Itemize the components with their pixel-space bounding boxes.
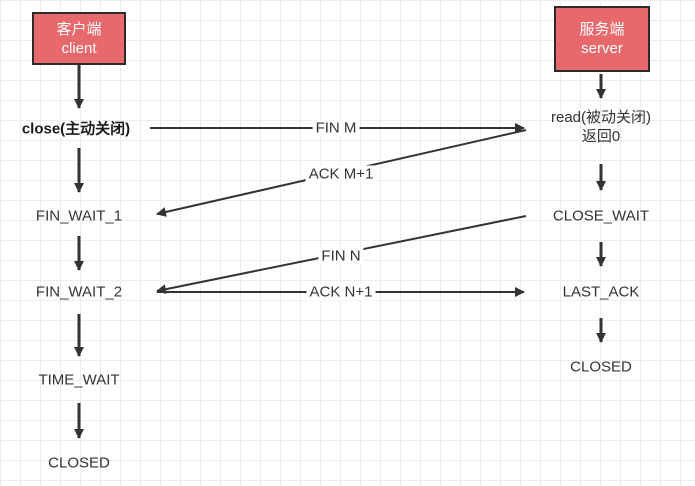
server-state-closed: CLOSED: [570, 358, 632, 376]
client-box-title: 客户端: [56, 20, 102, 38]
message-ack-m1: ACK M+1: [305, 165, 377, 183]
server-state-close-wait: CLOSE_WAIT: [552, 207, 650, 225]
server-state-read: read(被动关闭) 返回0: [551, 108, 651, 146]
message-fin-n: FIN N: [318, 247, 364, 265]
server-state-read-line2: 返回0: [581, 128, 621, 145]
message-ack-n1: ACK N+1: [306, 283, 376, 301]
client-state-close: close(主动关闭): [21, 120, 131, 138]
client-box-subtitle: client: [61, 39, 97, 57]
client-box: 客户端 client: [32, 12, 126, 65]
server-box: 服务端 server: [554, 6, 650, 72]
server-state-read-line1: read(被动关闭): [550, 109, 652, 126]
client-state-time-wait: TIME_WAIT: [38, 371, 120, 389]
message-fin-m: FIN M: [312, 119, 360, 137]
server-state-last-ack: LAST_ACK: [562, 283, 640, 301]
client-state-closed: CLOSED: [48, 454, 110, 472]
server-box-subtitle: server: [581, 40, 623, 57]
client-state-fin-wait-2: FIN_WAIT_2: [35, 283, 123, 301]
client-state-fin-wait-1: FIN_WAIT_1: [35, 207, 123, 225]
server-box-title: 服务端: [579, 21, 625, 38]
